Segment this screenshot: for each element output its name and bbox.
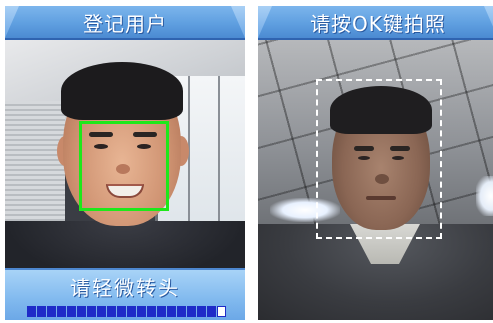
progress-segment-filled — [57, 306, 66, 317]
nose — [375, 174, 389, 184]
person-hair — [61, 62, 183, 120]
enroll-screen: 登记用户 请轻微转头 — [5, 6, 245, 320]
brow — [390, 146, 410, 151]
nose — [116, 164, 130, 174]
capture-screen: 请按OK键拍照 — [258, 6, 493, 320]
hint-panel: 请轻微转头 — [5, 268, 245, 320]
progress-segment-filled — [117, 306, 126, 317]
progress-segment-filled — [47, 306, 56, 317]
enroll-progress-bar — [27, 306, 226, 317]
person-hair — [330, 86, 432, 134]
eye — [358, 156, 370, 160]
eye — [392, 156, 404, 160]
progress-segment-filled — [77, 306, 86, 317]
progress-segment-filled — [97, 306, 106, 317]
ceiling-light — [476, 176, 493, 216]
progress-segment-filled — [67, 306, 76, 317]
eye — [137, 144, 151, 149]
eye — [94, 144, 108, 149]
capture-titlebar: 请按OK键拍照 — [258, 6, 493, 40]
progress-segment-filled — [137, 306, 146, 317]
brow — [89, 132, 113, 137]
enroll-title: 登记用户 — [83, 11, 167, 36]
brow — [133, 132, 157, 137]
capture-frame — [316, 79, 442, 239]
progress-segment-filled — [187, 306, 196, 317]
progress-segment-filled — [87, 306, 96, 317]
progress-segment-filled — [147, 306, 156, 317]
progress-segment-filled — [127, 306, 136, 317]
ceiling-light — [270, 198, 340, 222]
progress-segment-empty — [217, 306, 226, 317]
capture-title: 请按OK键拍照 — [310, 11, 446, 36]
hint-text: 请轻微转头 — [70, 276, 180, 300]
face-detection-box — [79, 121, 169, 211]
progress-segment-filled — [27, 306, 36, 317]
progress-segment-filled — [177, 306, 186, 317]
progress-segment-filled — [197, 306, 206, 317]
progress-segment-filled — [167, 306, 176, 317]
mouth — [366, 196, 396, 200]
enroll-titlebar: 登记用户 — [5, 6, 245, 40]
brow — [354, 146, 374, 151]
progress-segment-filled — [37, 306, 46, 317]
progress-segment-filled — [157, 306, 166, 317]
progress-segment-filled — [207, 306, 216, 317]
camera-preview — [258, 6, 493, 320]
progress-segment-filled — [107, 306, 116, 317]
